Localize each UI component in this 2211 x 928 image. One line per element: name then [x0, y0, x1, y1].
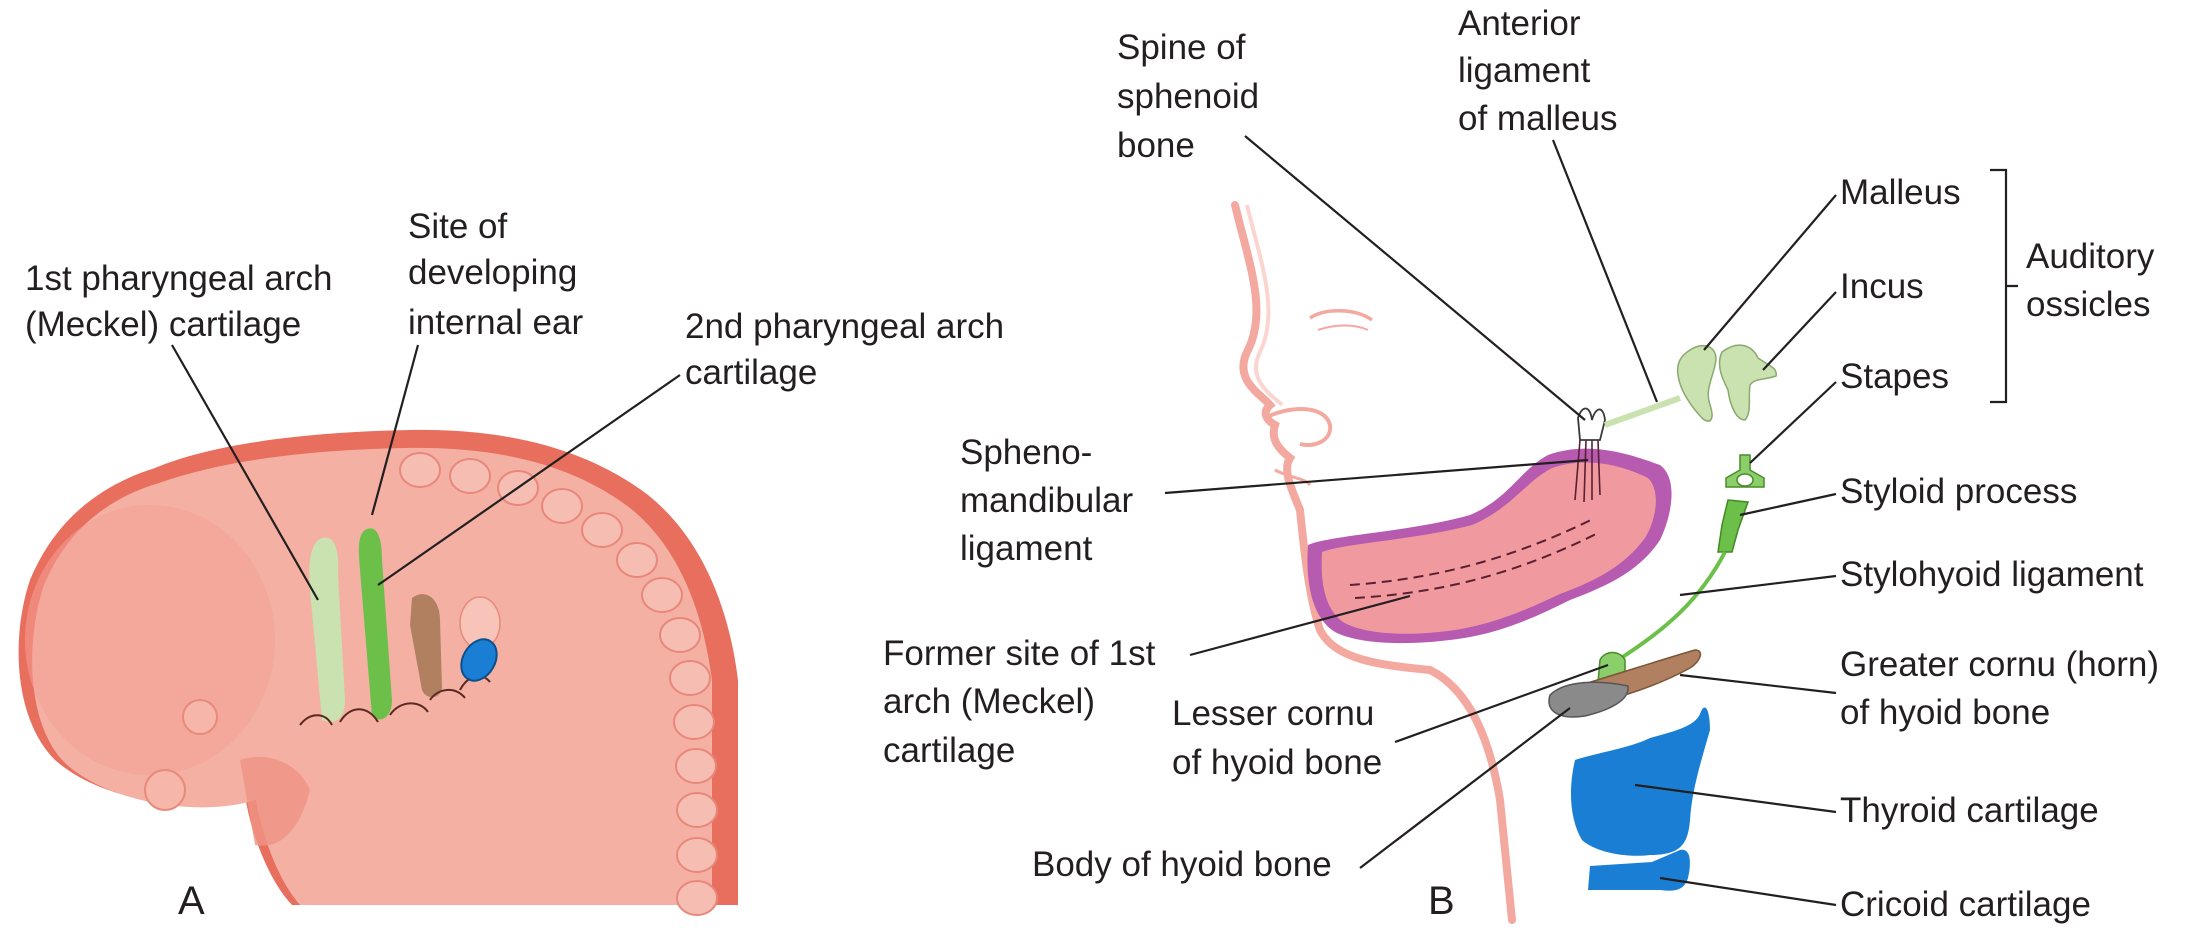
- eye-icon: [183, 700, 217, 734]
- label-ear-line2: developing: [408, 253, 577, 292]
- panel-b-label: B: [1428, 879, 1455, 923]
- somite: [450, 459, 490, 493]
- ossicles-bracket: [1990, 170, 2018, 402]
- somite: [582, 513, 622, 547]
- label-stapes: Stapes: [1840, 357, 1949, 396]
- label-greater-line1: Greater cornu (horn): [1840, 645, 2159, 684]
- label-former-line1: Former site of 1st: [883, 634, 1156, 673]
- label-malleus: Malleus: [1840, 173, 1961, 212]
- eye-lid-icon: [1318, 326, 1368, 331]
- label-styloid: Styloid process: [1840, 472, 2077, 511]
- leader-body: [1360, 708, 1570, 868]
- label-meckel-line2: (Meckel) cartilage: [25, 305, 301, 344]
- somite: [677, 838, 717, 872]
- label-antlig-line2: ligament: [1458, 51, 1591, 90]
- somite: [677, 793, 717, 827]
- cricoid-cartilage-shape: [1588, 850, 1690, 891]
- somite: [642, 578, 682, 612]
- label-arch2-line1: 2nd pharyngeal arch: [685, 307, 1004, 346]
- somite: [542, 489, 582, 523]
- label-spheno-line1: Spheno-: [960, 433, 1092, 472]
- somite: [617, 543, 657, 577]
- leader-malleus: [1704, 195, 1836, 350]
- leader-antlig: [1553, 140, 1657, 402]
- malleus-shape: [1678, 346, 1716, 421]
- somite: [670, 661, 710, 695]
- label-thyroid: Thyroid cartilage: [1840, 791, 2099, 830]
- body-of-hyoid-shape: [1549, 682, 1628, 717]
- label-antlig-line1: Anterior: [1458, 4, 1581, 43]
- label-meckel-line1: 1st pharyngeal arch: [25, 259, 332, 298]
- label-ossicles-line2: ossicles: [2026, 285, 2150, 324]
- incus-shape: [1720, 345, 1777, 420]
- somite: [674, 705, 714, 739]
- thyroid-cartilage-shape: [1571, 707, 1710, 855]
- embryo-head: [25, 505, 275, 775]
- embryo-illustration: [19, 430, 738, 915]
- spine-of-sphenoid-shape: [1578, 408, 1605, 440]
- label-spheno-line3: ligament: [960, 529, 1093, 568]
- panel-a: 1st pharyngeal arch (Meckel) cartilage S…: [19, 207, 1005, 923]
- panel-b: Spine of sphenoid bone Anterior ligament…: [883, 4, 2159, 924]
- leader-styloid: [1740, 494, 1836, 515]
- leader-cricoid: [1660, 878, 1836, 905]
- leader-stapes: [1750, 382, 1836, 463]
- label-antlig-line3: of malleus: [1458, 99, 1618, 138]
- label-lesser-line2: of hyoid bone: [1172, 743, 1382, 782]
- label-body: Body of hyoid bone: [1032, 845, 1332, 884]
- label-former-line2: arch (Meckel): [883, 682, 1095, 721]
- head-illustration: [1235, 205, 1776, 920]
- somite: [676, 749, 716, 783]
- label-incus: Incus: [1840, 267, 1924, 306]
- somite: [400, 453, 440, 487]
- stylohyoid-ligament-shape: [1618, 552, 1725, 660]
- label-spine-line1: Spine of: [1117, 28, 1246, 67]
- label-ear-line3: internal ear: [408, 303, 583, 342]
- face-profile-inner: [1247, 205, 1282, 405]
- label-ear-line1: Site of: [408, 207, 507, 246]
- label-spine-line3: bone: [1117, 126, 1195, 165]
- nasal-pit: [145, 770, 185, 810]
- label-former-line3: cartilage: [883, 731, 1015, 770]
- mandible-inner: [1322, 463, 1656, 634]
- panel-a-label: A: [178, 879, 205, 923]
- leader-spine: [1245, 136, 1585, 420]
- leader-incus: [1763, 292, 1836, 370]
- stapes-base: [1737, 474, 1753, 486]
- label-lesser-line1: Lesser cornu: [1172, 694, 1374, 733]
- leader-greater: [1680, 675, 1836, 693]
- styloid-process-shape: [1718, 500, 1748, 552]
- label-cricoid: Cricoid cartilage: [1840, 885, 2091, 924]
- anterior-ligament-shape: [1605, 398, 1680, 425]
- label-spine-line2: sphenoid: [1117, 77, 1259, 116]
- label-stylohyoid: Stylohyoid ligament: [1840, 555, 2144, 594]
- label-ossicles-line1: Auditory: [2026, 237, 2155, 276]
- label-arch2-line2: cartilage: [685, 353, 817, 392]
- somite: [677, 881, 717, 915]
- somite: [660, 618, 700, 652]
- label-spheno-line2: mandibular: [960, 481, 1133, 520]
- eye-icon: [1310, 311, 1372, 320]
- label-greater-line2: of hyoid bone: [1840, 693, 2050, 732]
